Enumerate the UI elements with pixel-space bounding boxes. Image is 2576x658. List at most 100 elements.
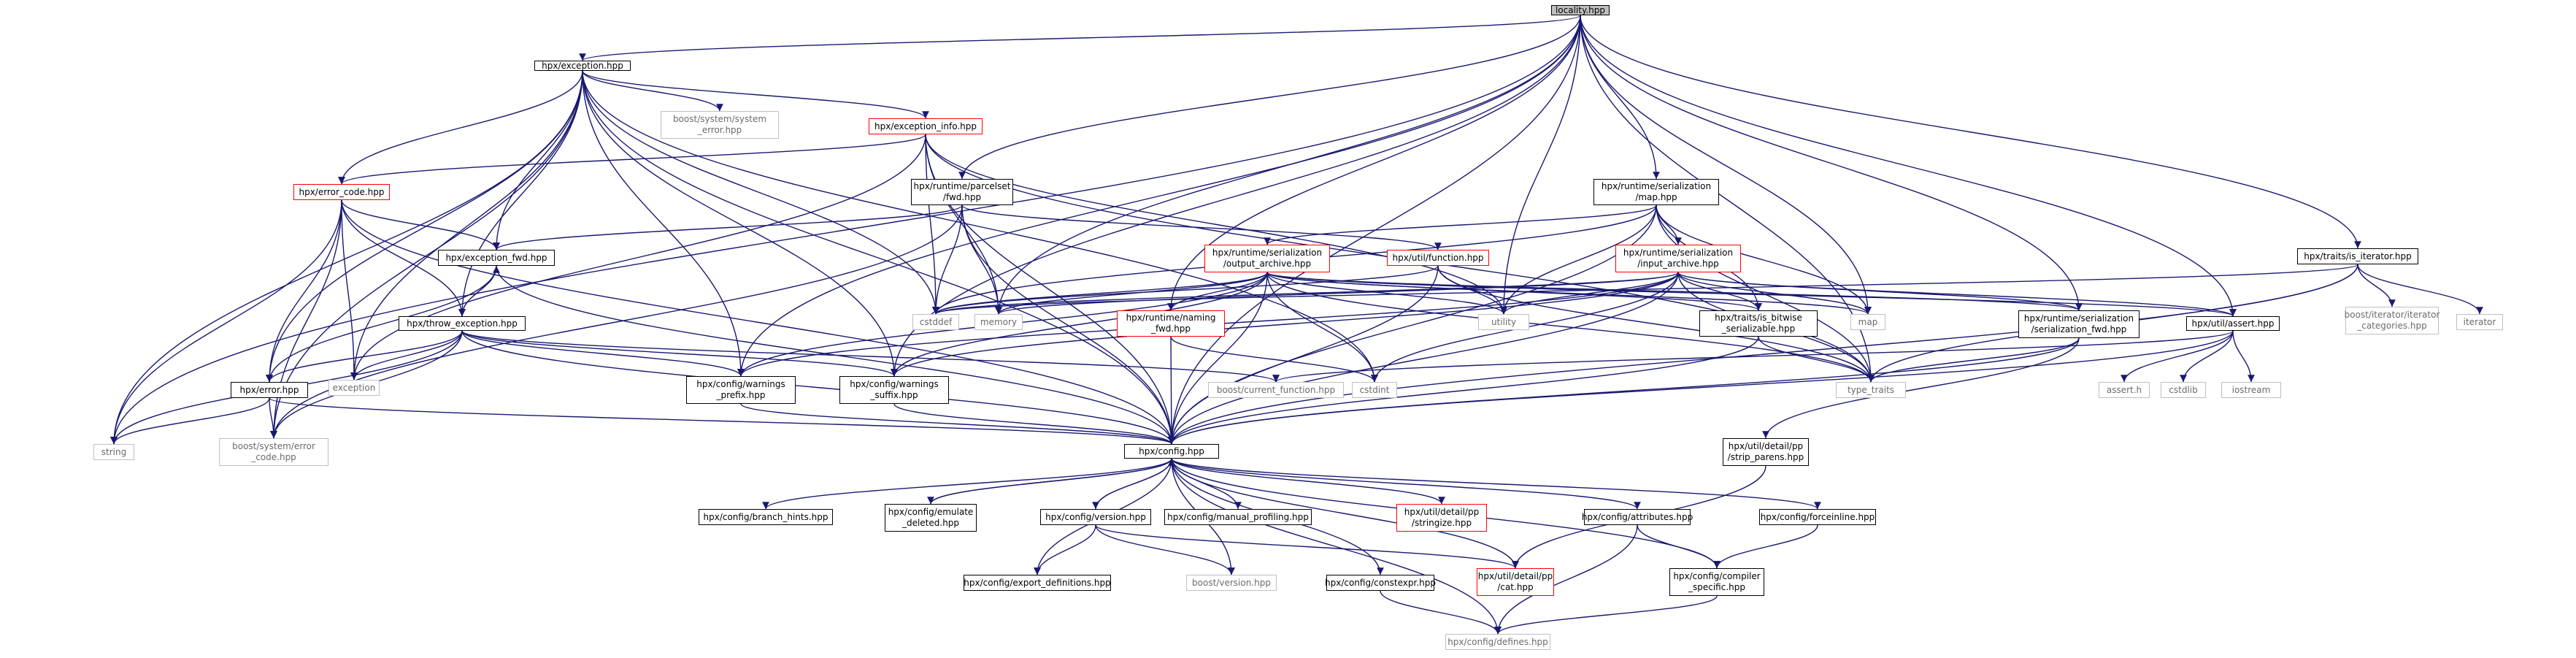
edge-config-to-pp-cat (1171, 458, 1519, 569)
edge-util-function-to-cstddef (932, 265, 1439, 315)
node-stringize[interactable]: hpx/util/detail/pp /stringize.hpp (1396, 504, 1487, 532)
edge-serialization-map-to-utility (1500, 204, 1657, 315)
edge-error-code-to-throw-exception (341, 199, 466, 317)
node-error-code[interactable]: hpx/error_code.hpp (293, 184, 390, 200)
node-iterator: iterator (2456, 314, 2503, 330)
edge-throw-exception-to-exception-fwd (461, 265, 500, 317)
edge-serialization-fwd-to-type-traits (1867, 337, 2080, 383)
node-exception-fwd[interactable]: hpx/exception_fwd.hpp (438, 250, 555, 266)
node-error[interactable]: hpx/error.hpp (231, 382, 308, 398)
edge-exception-to-error-code (338, 70, 583, 185)
node-memory: memory (974, 314, 1023, 330)
edge-output-archive-to-map (1266, 272, 1872, 315)
edge-locality-to-util-assert (1580, 15, 2237, 317)
edge-util-function-to-config (1168, 265, 1439, 445)
edge-exception-to-boost-system-error (582, 70, 723, 112)
node-output-archive[interactable]: hpx/runtime/serialization /output_archiv… (1204, 245, 1330, 272)
node-throw-exception[interactable]: hpx/throw_exception.hpp (399, 316, 526, 331)
node-is-iterator[interactable]: hpx/traits/is_iterator.hpp (2297, 248, 2418, 264)
edge-output-archive-to-util-assert (1266, 272, 2237, 317)
edge-input-archive-to-util-assert (1677, 272, 2237, 317)
node-exception-info[interactable]: hpx/exception_info.hpp (869, 118, 983, 134)
edge-input-archive-to-map (1677, 272, 1872, 315)
edge-exception-to-warnings-suffix (582, 70, 898, 377)
edge-compiler-specific-to-defines (1494, 595, 1718, 635)
edge-exception-to-boost-error-code (270, 70, 583, 439)
node-util-assert[interactable]: hpx/util/assert.hpp (2186, 316, 2280, 331)
edge-input-archive-to-is-bitwise (1677, 272, 1762, 311)
node-emulate-deleted[interactable]: hpx/config/emulate _deleted.hpp (885, 504, 977, 532)
node-attributes[interactable]: hpx/config/attributes.hpp (1582, 509, 1693, 525)
node-locality[interactable]: locality.hpp (1551, 5, 1610, 15)
edge-throw-exception-to-boost-current-function (461, 330, 1280, 383)
edge-error-to-config (269, 397, 1175, 445)
edge-attributes-to-compiler-specific (1637, 524, 1720, 569)
node-input-archive[interactable]: hpx/runtime/serialization /input_archive… (1615, 245, 1741, 272)
node-defines: hpx/config/defines.hpp (1445, 634, 1550, 650)
edge-parcelset-fwd-to-exception-fwd (493, 204, 963, 250)
edge-config-to-defines (1171, 458, 1502, 635)
edge-error-to-boost-error-code (269, 397, 277, 439)
node-config[interactable]: hpx/config.hpp (1124, 444, 1219, 459)
edge-input-archive-to-memory (995, 272, 1679, 315)
edge-locality-to-is-iterator (1580, 15, 2361, 249)
edge-util-assert-to-boost-current-function (1272, 330, 2234, 383)
node-version[interactable]: hpx/config/version.hpp (1040, 509, 1151, 525)
edge-exception-to-config (582, 70, 1175, 445)
edge-is-iterator-to-iterator (2357, 264, 2483, 315)
node-warnings-prefix[interactable]: hpx/config/warnings _prefix.hpp (686, 376, 796, 404)
node-serialization-fwd[interactable]: hpx/runtime/serialization /serialization… (2018, 310, 2139, 338)
edge-throw-exception-to-warnings-suffix (461, 330, 898, 377)
edge-version-to-config (1095, 458, 1175, 510)
edge-warnings-suffix-to-config (893, 403, 1175, 445)
node-forceinline[interactable]: hpx/config/forceinline.hpp (1759, 509, 1876, 525)
edge-error-code-to-string (110, 199, 342, 445)
edge-input-archive-to-warnings-suffix (891, 272, 1679, 377)
edge-locality-to-serialization-fwd (1580, 15, 2083, 311)
edge-error-code-to-exception-fwd (341, 199, 500, 250)
node-boost-version: boost/version.hpp (1186, 575, 1277, 591)
edge-exception-to-throw-exception (458, 70, 583, 317)
edge-error-code-to-exception-std (341, 199, 358, 380)
edge-throw-exception-to-exception-std (350, 330, 463, 380)
node-strip-parens[interactable]: hpx/util/detail/pp /strip_parens.hpp (1723, 438, 1809, 466)
edge-is-iterator-to-config (1168, 264, 2358, 445)
edge-output-archive-to-naming-fwd (1167, 272, 1268, 311)
node-manual-profiling[interactable]: hpx/config/manual_profiling.hpp (1164, 509, 1312, 525)
edge-exception-fwd-to-error (266, 265, 497, 383)
node-type-traits: type_traits (1836, 382, 1906, 398)
edge-util-function-to-type-traits (1437, 265, 1875, 383)
node-serialization-map[interactable]: hpx/runtime/serialization /map.hpp (1593, 179, 1719, 205)
node-boost-current-function: boost/current_function.hpp (1208, 382, 1344, 398)
edge-naming-fwd-to-cstdint (1170, 336, 1378, 383)
node-util-function[interactable]: hpx/util/function.hpp (1387, 250, 1489, 266)
edge-error-code-to-boost-error-code (270, 199, 342, 439)
edge-locality-to-naming-fwd (1167, 15, 1581, 311)
edge-version-to-export-definitions (1034, 524, 1096, 575)
edge-parcelset-fwd-to-util-function (961, 204, 1442, 250)
edge-locality-to-map (1580, 15, 1872, 315)
node-warnings-suffix[interactable]: hpx/config/warnings _suffix.hpp (839, 376, 949, 404)
node-boost-system-error: boost/system/system _error.hpp (661, 111, 779, 139)
edge-forceinline-to-compiler-specific (1713, 524, 1818, 569)
node-parcelset-fwd[interactable]: hpx/runtime/parcelset /fwd.hpp (911, 179, 1013, 205)
edge-throw-exception-to-warnings-prefix (461, 330, 745, 377)
node-is-bitwise[interactable]: hpx/traits/is_bitwise _serializable.hpp (1699, 310, 1818, 337)
edge-version-to-pp-cat (1095, 524, 1519, 569)
edge-input-archive-to-config (1168, 272, 1679, 445)
edge-parcelset-fwd-to-config (961, 204, 1175, 445)
node-branch-hints[interactable]: hpx/config/branch_hints.hpp (699, 509, 833, 525)
edge-exception-to-warnings-prefix (582, 70, 745, 377)
edge-parcelset-fwd-to-cstddef (932, 204, 963, 315)
edge-locality-to-serialization-map (1580, 15, 1660, 180)
edge-is-iterator-to-boost-iterator-categories (2357, 264, 2396, 307)
node-exception[interactable]: hpx/exception.hpp (534, 61, 631, 71)
edge-serialization-map-to-input-archive (1656, 204, 1682, 245)
node-naming-fwd[interactable]: hpx/runtime/naming _fwd.hpp (1117, 310, 1225, 337)
node-export-definitions[interactable]: hpx/config/export_definitions.hpp (964, 575, 1111, 591)
edge-locality-to-memory (995, 15, 1581, 315)
node-constexpr[interactable]: hpx/config/constexpr.hpp (1325, 575, 1436, 591)
node-compiler-specific[interactable]: hpx/config/compiler _specific.hpp (1669, 568, 1764, 596)
node-pp-cat[interactable]: hpx/util/detail/pp /cat.hpp (1477, 568, 1554, 596)
